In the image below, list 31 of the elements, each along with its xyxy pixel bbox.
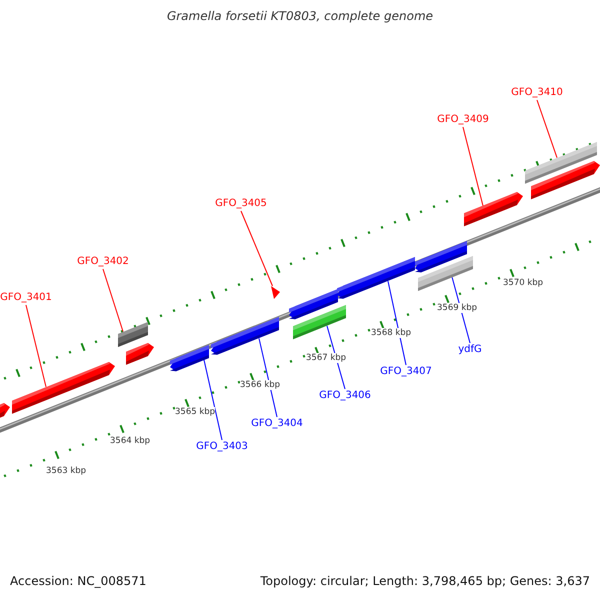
scale-label: 3565 kbp: [175, 407, 216, 417]
leader-line: [452, 276, 470, 344]
gene-label: GFO_3401: [0, 292, 52, 304]
leader-line: [102, 268, 124, 332]
gene-label: GFO_3402: [77, 256, 129, 268]
leader-line: [240, 210, 273, 286]
leader-line: [462, 126, 484, 206]
gene-label: GFO_3406: [319, 390, 371, 402]
genome-summary-text: Topology: circular; Length: 3,798,465 bp; Genes: 3,637: [260, 574, 590, 588]
leader-line: [26, 304, 46, 388]
scale-label: 3570 kbp: [503, 278, 544, 288]
leader-line: [258, 338, 278, 418]
scale-label: 3566 kbp: [240, 380, 280, 390]
gene-label: ydfG: [458, 344, 482, 356]
gene-label: GFO_3403: [196, 441, 248, 453]
map-title: Gramella forsetii KT0803, complete genome: [166, 9, 434, 23]
scale-label: 3563 kbp: [46, 466, 86, 476]
gene-label: GFO_3405: [215, 198, 267, 210]
scale-label: 3568 kbp: [371, 328, 412, 338]
leader-line: [204, 359, 222, 440]
scale-label: 3567 kbp: [306, 353, 346, 363]
leader-line: [388, 280, 406, 366]
scale-label: 3564 kbp: [110, 436, 150, 446]
scale-label: 3569 kbp: [437, 303, 478, 313]
leader-line: [536, 100, 558, 158]
gene-label: GFO_3409: [437, 114, 489, 126]
gene-label: GFO_3407: [380, 366, 432, 378]
gene-label: GFO_3404: [251, 418, 303, 430]
leader-line: [326, 325, 346, 390]
accession-text: Accession: NC_008571: [10, 574, 146, 588]
gene-label: GFO_3410: [511, 87, 563, 99]
